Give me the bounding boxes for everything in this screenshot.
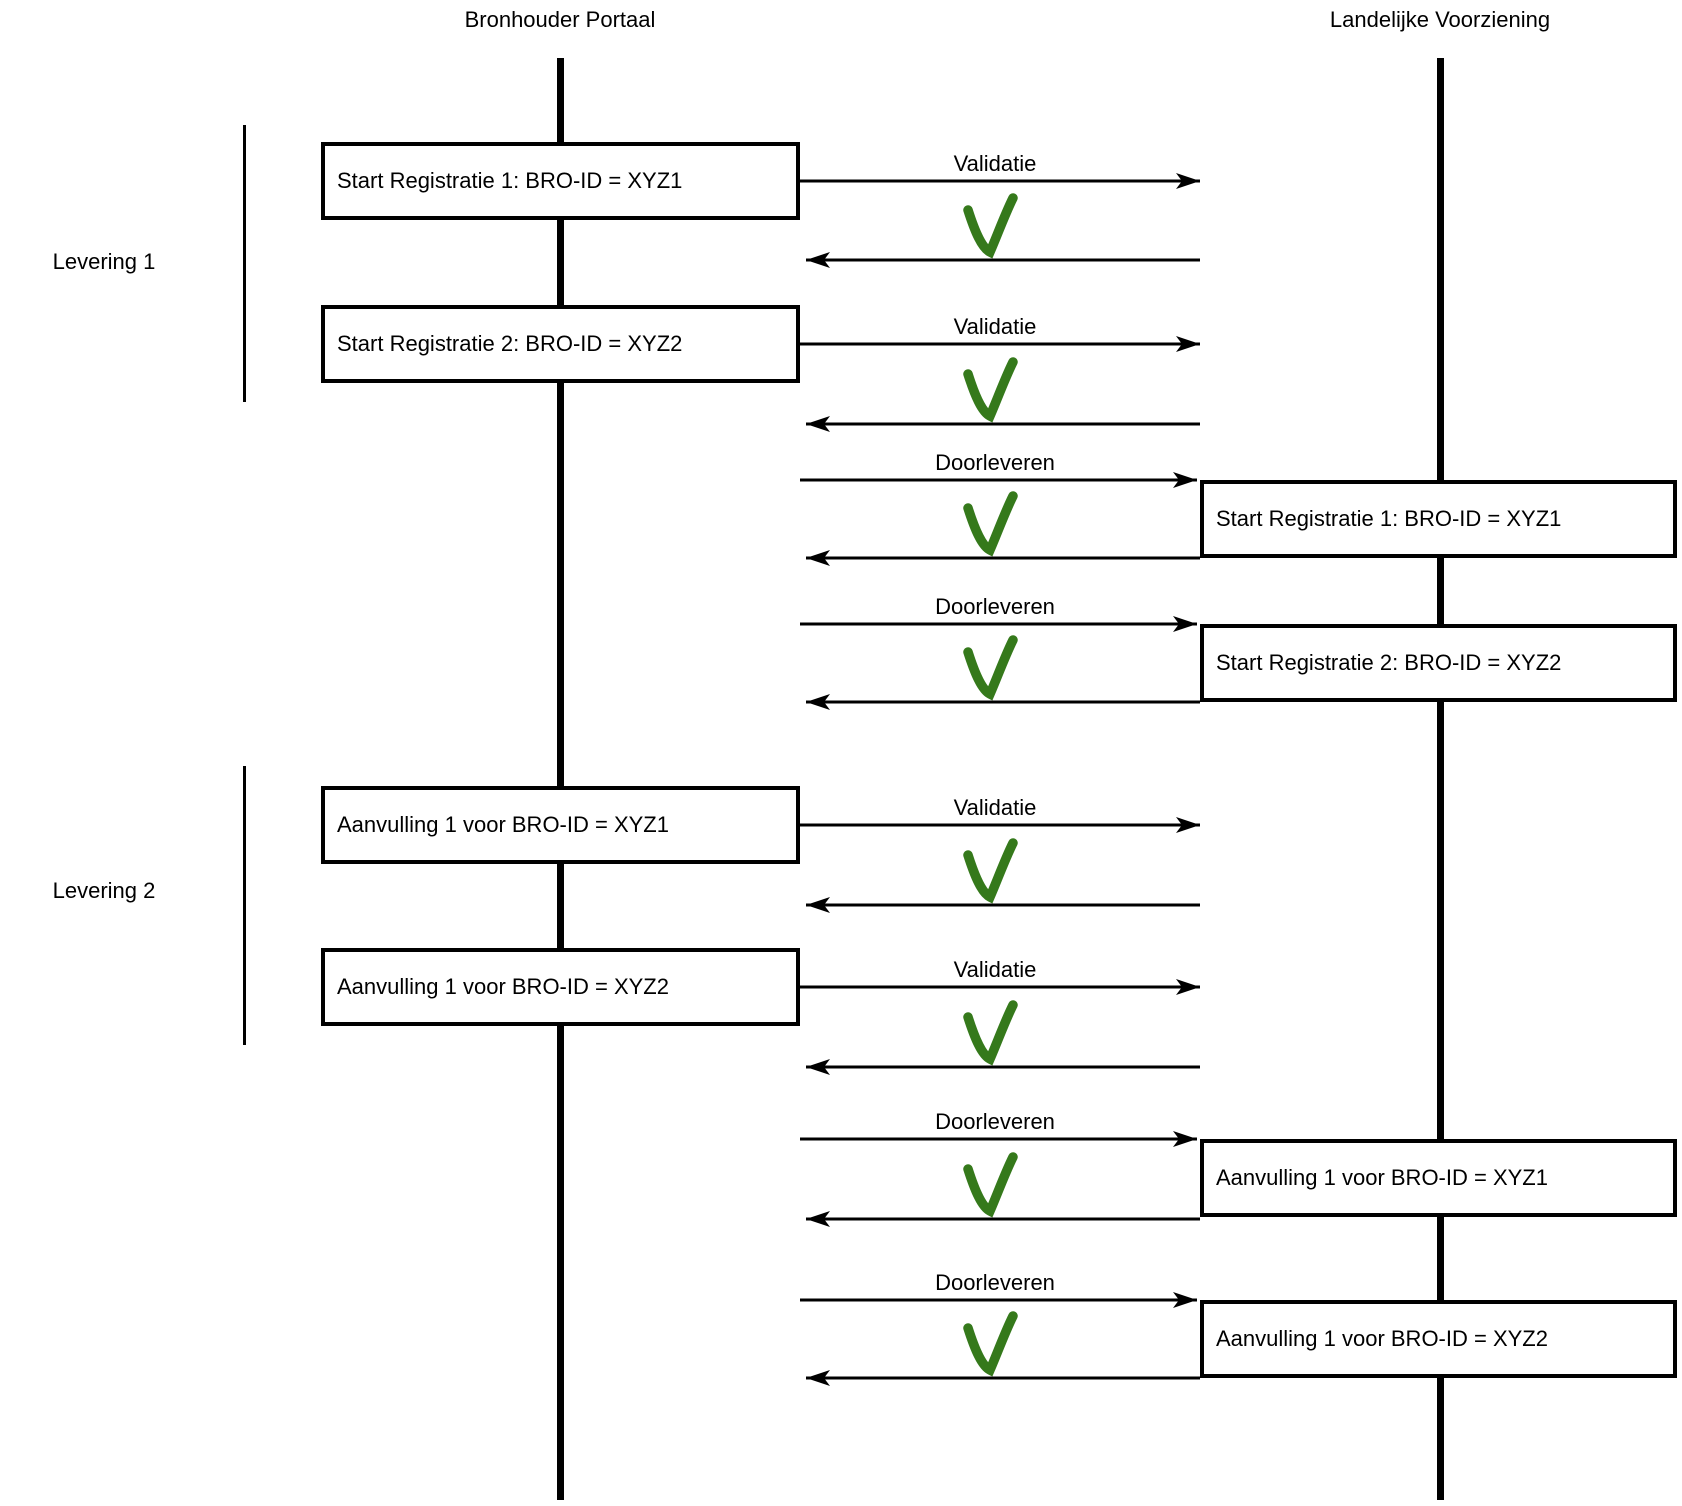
green-check-icon: [963, 635, 1018, 701]
arrow-label-doorleveren-2: Doorleveren: [935, 594, 1055, 619]
message-box-aanvulling-1-xyz2-right: Aanvulling 1 voor BRO-ID = XYZ2: [1200, 1300, 1677, 1378]
actor-title-landelijke-voorziening: Landelijke Voorziening: [1329, 7, 1551, 32]
message-box-start-registratie-2-left: Start Registratie 2: BRO-ID = XYZ2: [321, 305, 800, 383]
green-check-icon: [963, 193, 1018, 259]
actor-title-bronhouder-portaal: Bronhouder Portaal: [464, 7, 656, 32]
arrow-label-doorleveren-3: Doorleveren: [935, 1109, 1055, 1134]
green-check-icon: [963, 1311, 1018, 1377]
green-check-icon: [963, 357, 1018, 423]
group-label-levering-2: Levering 2: [52, 878, 156, 903]
group-label-levering-1: Levering 1: [52, 249, 156, 274]
lifeline-landelijke-voorziening: [1437, 58, 1444, 1500]
arrow-label-validatie-2: Validatie: [953, 314, 1037, 339]
message-box-aanvulling-1-xyz2-left: Aanvulling 1 voor BRO-ID = XYZ2: [321, 948, 800, 1026]
arrow-label-doorleveren-4: Doorleveren: [935, 1270, 1055, 1295]
message-box-start-registratie-2-right: Start Registratie 2: BRO-ID = XYZ2: [1200, 624, 1677, 702]
green-check-icon: [963, 491, 1018, 557]
arrow-label-doorleveren-1: Doorleveren: [935, 450, 1055, 475]
arrow-label-validatie-1: Validatie: [953, 151, 1037, 176]
green-check-icon: [963, 838, 1018, 904]
message-box-start-registratie-1-right: Start Registratie 1: BRO-ID = XYZ1: [1200, 480, 1677, 558]
message-box-aanvulling-1-xyz1-right: Aanvulling 1 voor BRO-ID = XYZ1: [1200, 1139, 1677, 1217]
green-check-icon: [963, 1000, 1018, 1066]
green-check-icon: [963, 1152, 1018, 1218]
arrow-label-validatie-3: Validatie: [953, 795, 1037, 820]
message-box-start-registratie-1-left: Start Registratie 1: BRO-ID = XYZ1: [321, 142, 800, 220]
arrow-label-validatie-4: Validatie: [953, 957, 1037, 982]
message-box-aanvulling-1-xyz1-left: Aanvulling 1 voor BRO-ID = XYZ1: [321, 786, 800, 864]
group-bracket-levering-2: [243, 766, 246, 1045]
lifeline-bronhouder-portaal: [557, 58, 564, 1500]
group-bracket-levering-1: [243, 125, 246, 402]
